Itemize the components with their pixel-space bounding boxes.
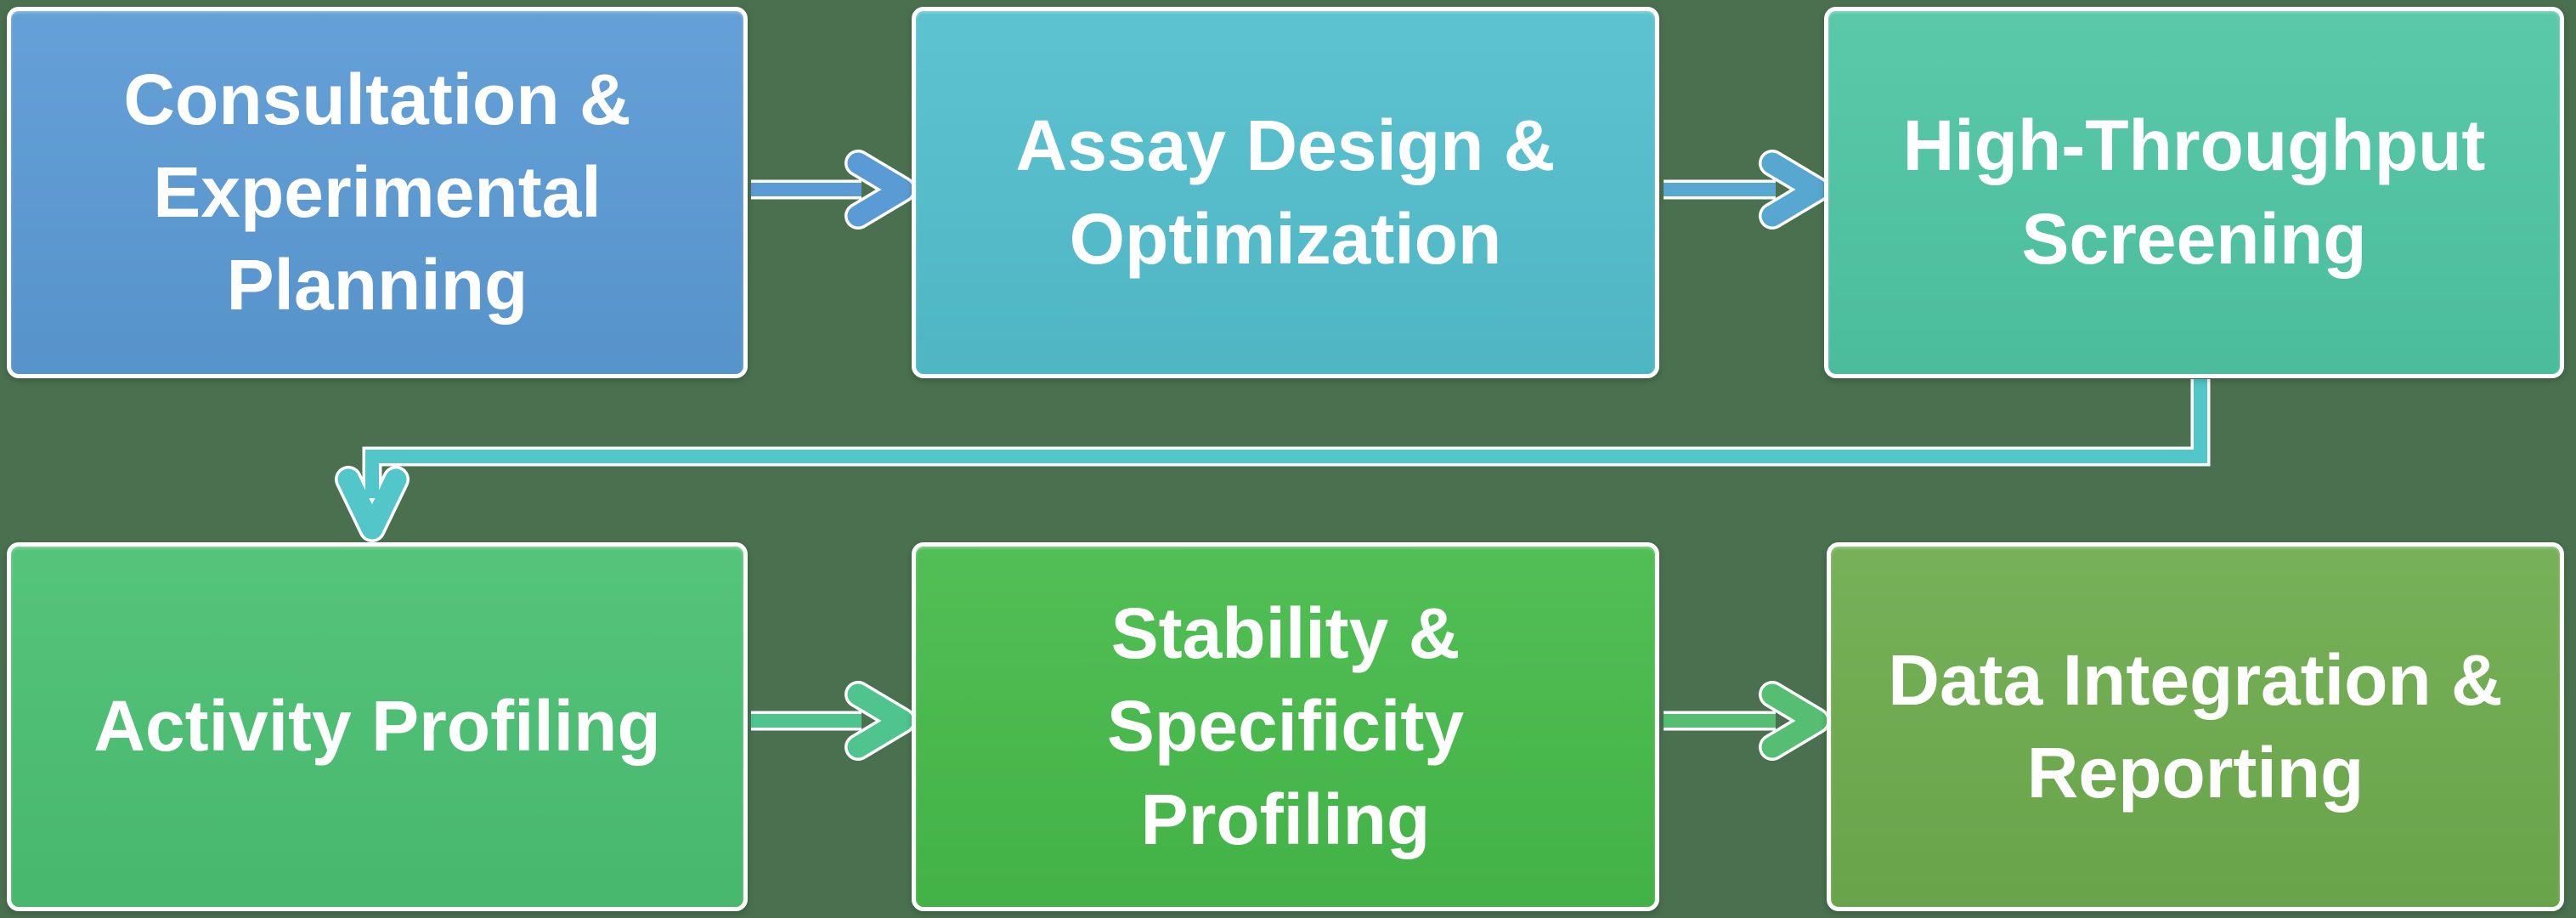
arrowhead-right-icon xyxy=(1761,152,1827,227)
flow-box-data-integration-reporting: Data Integration &Reporting xyxy=(1827,542,2564,911)
connector-screening-to-activity xyxy=(335,379,2211,542)
connector-stability-to-data xyxy=(1664,681,1830,761)
connector-activity-to-stability xyxy=(751,681,916,761)
connector-consultation-to-assay xyxy=(751,150,916,230)
arrowhead-down-icon xyxy=(337,468,407,540)
connector-assay-to-screening xyxy=(1664,150,1830,230)
arrowhead-right-icon xyxy=(847,683,913,758)
flow-box-assay-design-optimization: Assay Design &Optimization xyxy=(912,7,1659,378)
box-label: Assay Design &Optimization xyxy=(1015,105,1556,279)
arrowhead-right-icon xyxy=(847,152,913,227)
box-label: Activity Profiling xyxy=(93,686,661,767)
flow-box-activity-profiling: Activity Profiling xyxy=(7,542,748,911)
box-label: Data Integration &Reporting xyxy=(1888,639,2503,813)
arrowhead-right-icon xyxy=(1761,683,1827,758)
